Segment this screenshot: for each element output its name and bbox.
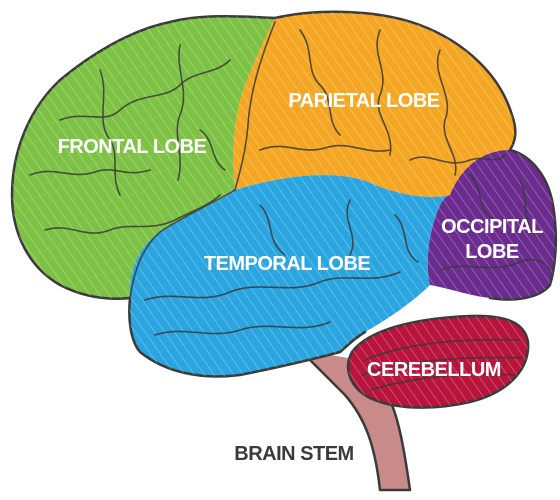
temporal-lobe-label: TEMPORAL LOBE [204, 253, 371, 275]
frontal-lobe-label: FRONTAL LOBE [58, 136, 207, 158]
occipital-lobe-label-line2: LOBE [465, 241, 519, 263]
sulci-lines [29, 21, 551, 391]
parietal-lobe-label: PARIETAL LOBE [288, 90, 439, 112]
brainstem-region [300, 350, 410, 490]
brain-stem-label: BRAIN STEM [234, 443, 353, 465]
occipital-lobe-label-line1: OCCIPITAL [441, 216, 543, 238]
cerebellum-label: CEREBELLUM [367, 359, 501, 381]
